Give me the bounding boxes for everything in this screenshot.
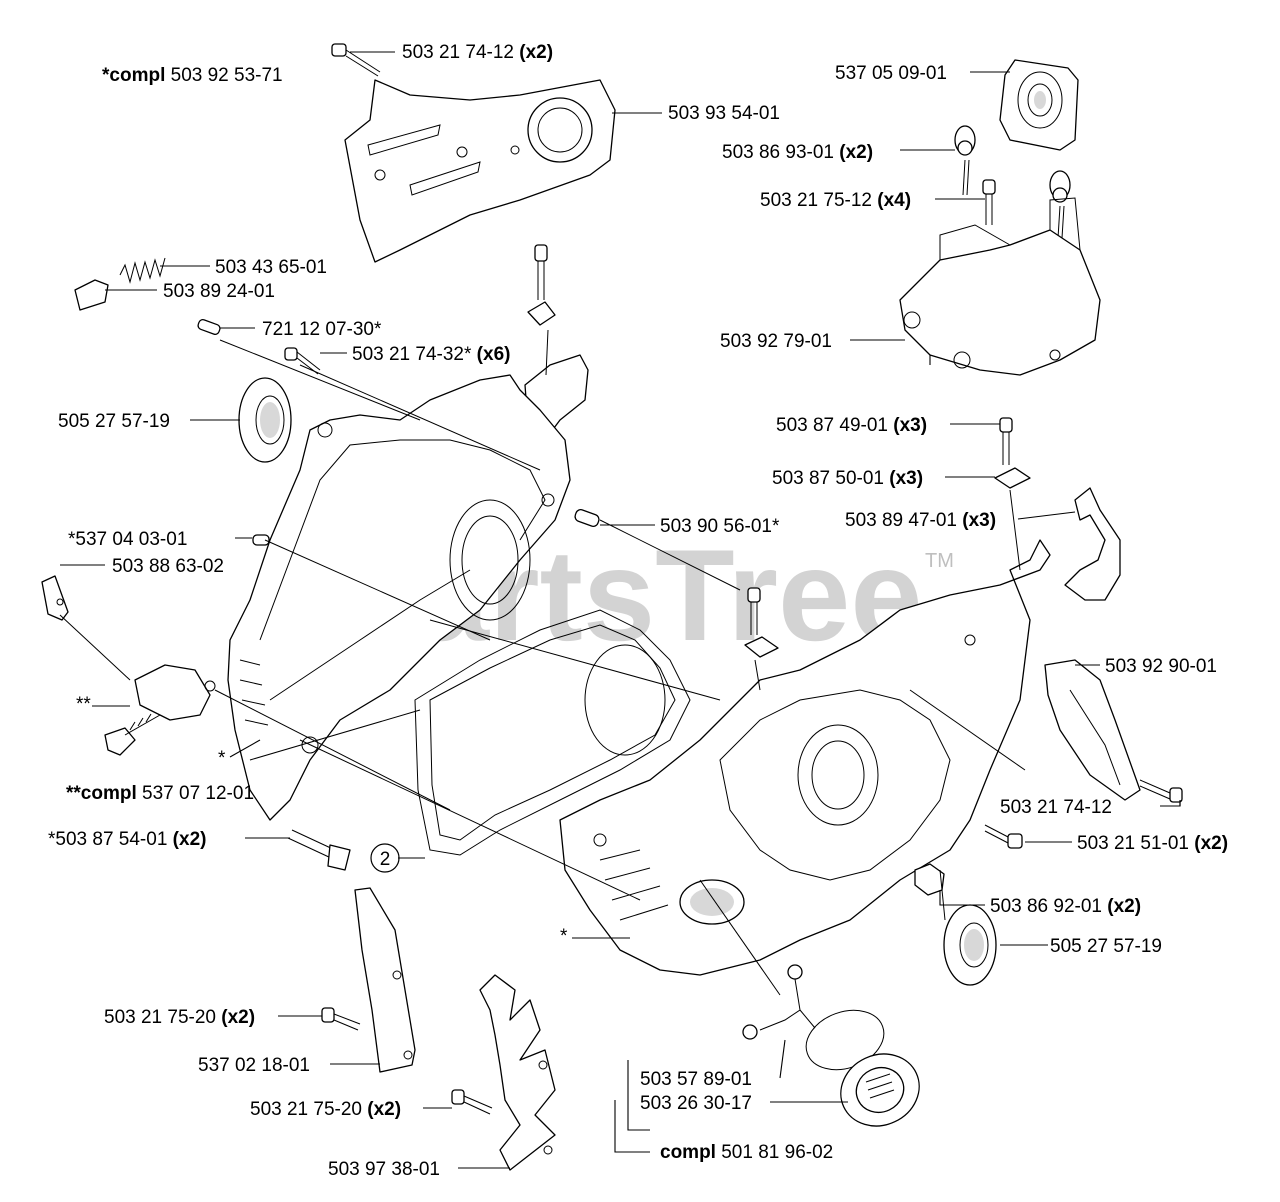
label-503217412: 503 21 74-12 (x2): [402, 42, 553, 63]
screw-part: [284, 347, 321, 375]
label-503894701: 503 89 47-01 (x3): [845, 510, 996, 531]
label-503578901: 503 57 89-01: [640, 1069, 752, 1090]
label-503874901: 503 87 49-01 (x3): [776, 415, 927, 436]
crankcase-part: [227, 374, 571, 821]
screw-part: [982, 179, 996, 225]
label-star-1: *: [218, 748, 226, 769]
label-503263017: 503 26 30-17: [640, 1093, 752, 1114]
label-503927901: 503 92 79-01: [720, 331, 832, 352]
label-503217520-b: 503 21 75-20 (x2): [250, 1099, 401, 1120]
label-503436501: 503 43 65-01: [215, 257, 327, 278]
vent-part: [742, 964, 816, 1040]
label-compl-503925371: *compl 503 92 53-71: [102, 65, 283, 86]
screw-part: [527, 244, 556, 326]
explosion-lines: [59, 329, 1026, 996]
sleeve-part: [574, 509, 600, 527]
label-503973801: 503 97 38-01: [328, 1159, 440, 1180]
buffer-part: [74, 279, 109, 311]
label-503215101: 503 21 51-01 (x2): [1077, 833, 1228, 854]
air-filter-part: [999, 59, 1079, 151]
bar-cover-part: [344, 79, 616, 263]
label-503929001: 503 92 90-01: [1105, 656, 1217, 677]
screw-part: [1139, 779, 1183, 803]
dog-plate-part: [354, 887, 416, 1073]
brake-band-part: [1064, 487, 1121, 601]
gasket-part: [414, 609, 691, 856]
washer-part: [994, 467, 1031, 489]
knob-part: [1049, 170, 1071, 239]
screw-part: [287, 829, 351, 871]
label-503869201: 503 86 92-01 (x2): [990, 896, 1141, 917]
spike-bumper-part: [479, 974, 556, 1171]
seal-part: [238, 377, 292, 463]
spring-part: [119, 257, 166, 284]
pin-part: [252, 534, 270, 546]
label-compl-501819602: compl 501 81 96-02: [660, 1142, 833, 1163]
label-star-2: *: [560, 926, 568, 947]
label-503217512: 503 21 75-12 (x4): [760, 190, 911, 211]
cap-part: [840, 1053, 920, 1127]
callout-2: 2: [370, 843, 400, 873]
label-503217432: 503 21 74-32* (x6): [352, 344, 510, 365]
part-labels: *compl 503 92 53-71 503 21 74-12 (x2) 50…: [48, 42, 1228, 1180]
label-503217412-right: 503 21 74-12: [1000, 797, 1112, 818]
screw-part: [744, 587, 779, 658]
bolt-part: [331, 43, 381, 77]
screw-part: [984, 824, 1023, 849]
label-505275719-lower: 505 27 57-19: [1050, 936, 1162, 957]
svg-text:2: 2: [380, 849, 391, 870]
screw-part: [999, 417, 1013, 465]
label-503869301: 503 86 93-01 (x2): [722, 142, 873, 163]
label-503892401: 503 89 24-01: [163, 281, 275, 302]
label-compl-537071201: **compl 537 07 12-01: [66, 783, 254, 804]
label-503217520-a: 503 21 75-20 (x2): [104, 1007, 255, 1028]
carburetor-housing-part: [899, 197, 1101, 376]
watermark-trademark: TM: [925, 550, 954, 572]
label-503935401: 503 93 54-01: [668, 103, 780, 124]
leader-lines: [60, 51, 1181, 1169]
label-503886302: 503 88 63-02: [112, 556, 224, 577]
label-503875401: *503 87 54-01 (x2): [48, 829, 206, 850]
label-double-star: **: [76, 694, 91, 715]
screw-part: [451, 1089, 493, 1115]
chain-tensioner-part: [104, 664, 216, 756]
label-503905601: 503 90 56-01*: [660, 516, 780, 537]
crankcase-part: [559, 539, 1051, 976]
seal-part: [943, 904, 997, 986]
cover-part: [1044, 659, 1141, 801]
label-721120730: 721 12 07-30*: [262, 319, 382, 340]
pin-part: [197, 319, 221, 335]
label-505275719-upper: 505 27 57-19: [58, 411, 170, 432]
clip-part: [41, 575, 69, 621]
label-537040301: *537 04 03-01: [68, 529, 187, 550]
label-537021801: 537 02 18-01: [198, 1055, 310, 1076]
label-537050901: 537 05 09-01: [835, 63, 947, 84]
screw-part: [321, 1007, 361, 1031]
label-503875001: 503 87 50-01 (x3): [772, 468, 923, 489]
knob-part: [954, 125, 976, 196]
